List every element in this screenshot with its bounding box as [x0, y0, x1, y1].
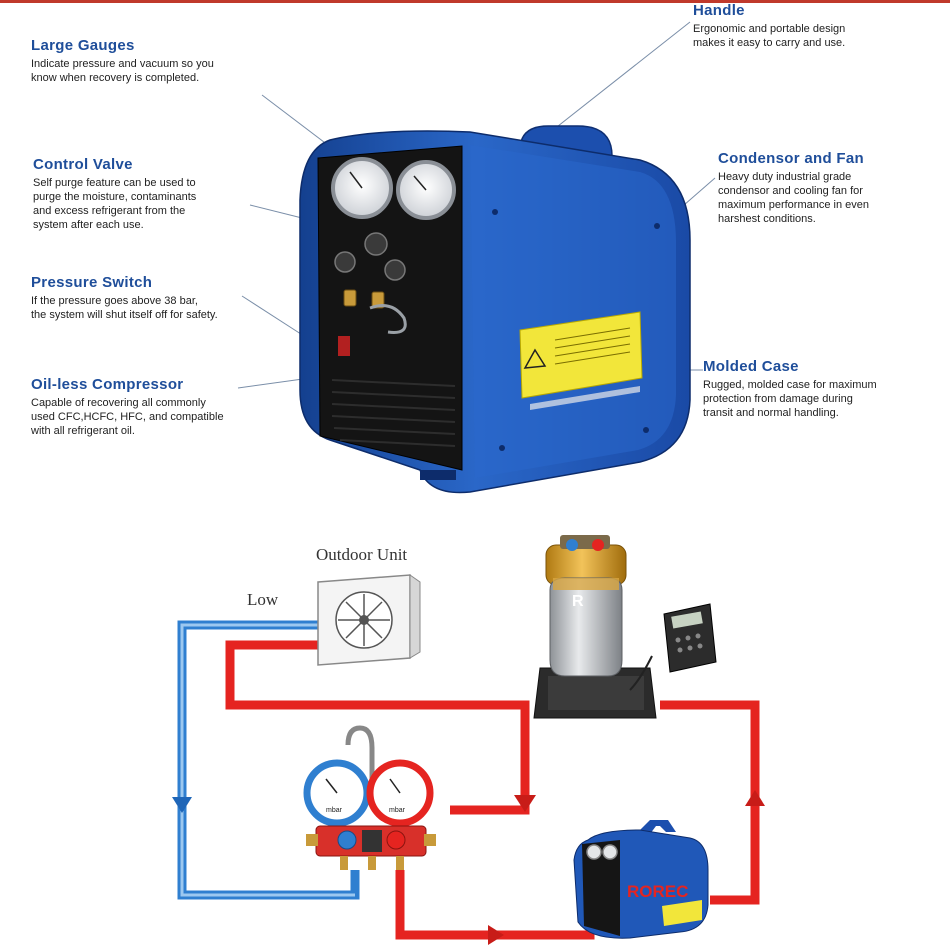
flow-arrow-up	[745, 790, 765, 806]
high-gauge-unit: mbar	[389, 807, 406, 814]
pressure-switch	[338, 336, 350, 356]
callout-title: Oil-less Compressor	[31, 376, 184, 393]
outdoor-unit	[317, 574, 421, 666]
recovery-machine-small	[573, 820, 709, 939]
leader-handle	[552, 21, 691, 131]
leader-pressure-switch	[241, 295, 305, 337]
manifold-to-machine-pipe	[395, 870, 595, 940]
callout-title: Molded Case	[703, 358, 799, 375]
manifold-gauge-set	[303, 725, 436, 870]
flow-arrow-right	[488, 925, 504, 945]
low-side-label: Low	[247, 590, 279, 609]
low-side-pipe-light	[180, 623, 355, 897]
leader-oilless	[237, 377, 311, 389]
valve-knob	[364, 232, 388, 256]
flow-arrow-down	[514, 795, 536, 812]
callout-desc: Indicate pressure and vacuum so you know…	[31, 58, 214, 84]
brass-fitting	[371, 291, 385, 309]
brass-fitting	[343, 289, 357, 307]
callout-desc: Rugged, molded case for maximum protecti…	[703, 379, 877, 419]
callout-desc: Self purge feature can be used to purge …	[33, 177, 197, 231]
cylinder-letter: R	[572, 593, 584, 610]
flow-arrow-down	[172, 797, 192, 813]
callout-large-gauges: Large Gauges Indicate pressure and vacuu…	[31, 37, 214, 85]
low-gauge-unit: mbar	[326, 807, 343, 814]
refrigerant-cylinder	[545, 535, 627, 677]
top-accent-line	[0, 0, 950, 3]
callout-title: Handle	[693, 2, 745, 19]
machine-brand-label: ROREC	[627, 882, 688, 901]
callout-handle: Handle Ergonomic and portable design mak…	[693, 2, 845, 50]
callout-title: Large Gauges	[31, 37, 135, 54]
callout-title: Pressure Switch	[31, 274, 153, 291]
valve-knob	[384, 259, 406, 281]
callout-oilless-compressor: Oil-less Compressor Capable of recoverin…	[31, 376, 224, 438]
outdoor-unit-label: Outdoor Unit	[316, 545, 407, 564]
valve-knob	[334, 251, 356, 273]
callout-title: Control Valve	[33, 156, 133, 173]
callout-pressure-switch: Pressure Switch If the pressure goes abo…	[31, 274, 218, 322]
callout-desc: Ergonomic and portable design makes it e…	[693, 23, 846, 49]
recovery-connection-diagram: Outdoor Unit Low R	[172, 535, 765, 945]
callout-desc: Heavy duty industrial grade condensor an…	[718, 171, 870, 225]
callout-desc: If the pressure goes above 38 bar, the s…	[31, 295, 218, 321]
callout-molded-case: Molded Case Rugged, molded case for maxi…	[703, 358, 877, 420]
callout-title: Condensor and Fan	[718, 150, 864, 167]
callout-desc: Capable of recovering all commonly used …	[31, 397, 224, 437]
recovery-machine-illustration	[237, 21, 716, 494]
callout-condensor-fan: Condensor and Fan Heavy duty industrial …	[718, 150, 869, 226]
warning-label	[519, 311, 643, 399]
scale-controller	[663, 603, 717, 673]
callout-control-valve: Control Valve Self purge feature can be …	[33, 156, 196, 232]
high-side-pipe	[225, 640, 530, 815]
